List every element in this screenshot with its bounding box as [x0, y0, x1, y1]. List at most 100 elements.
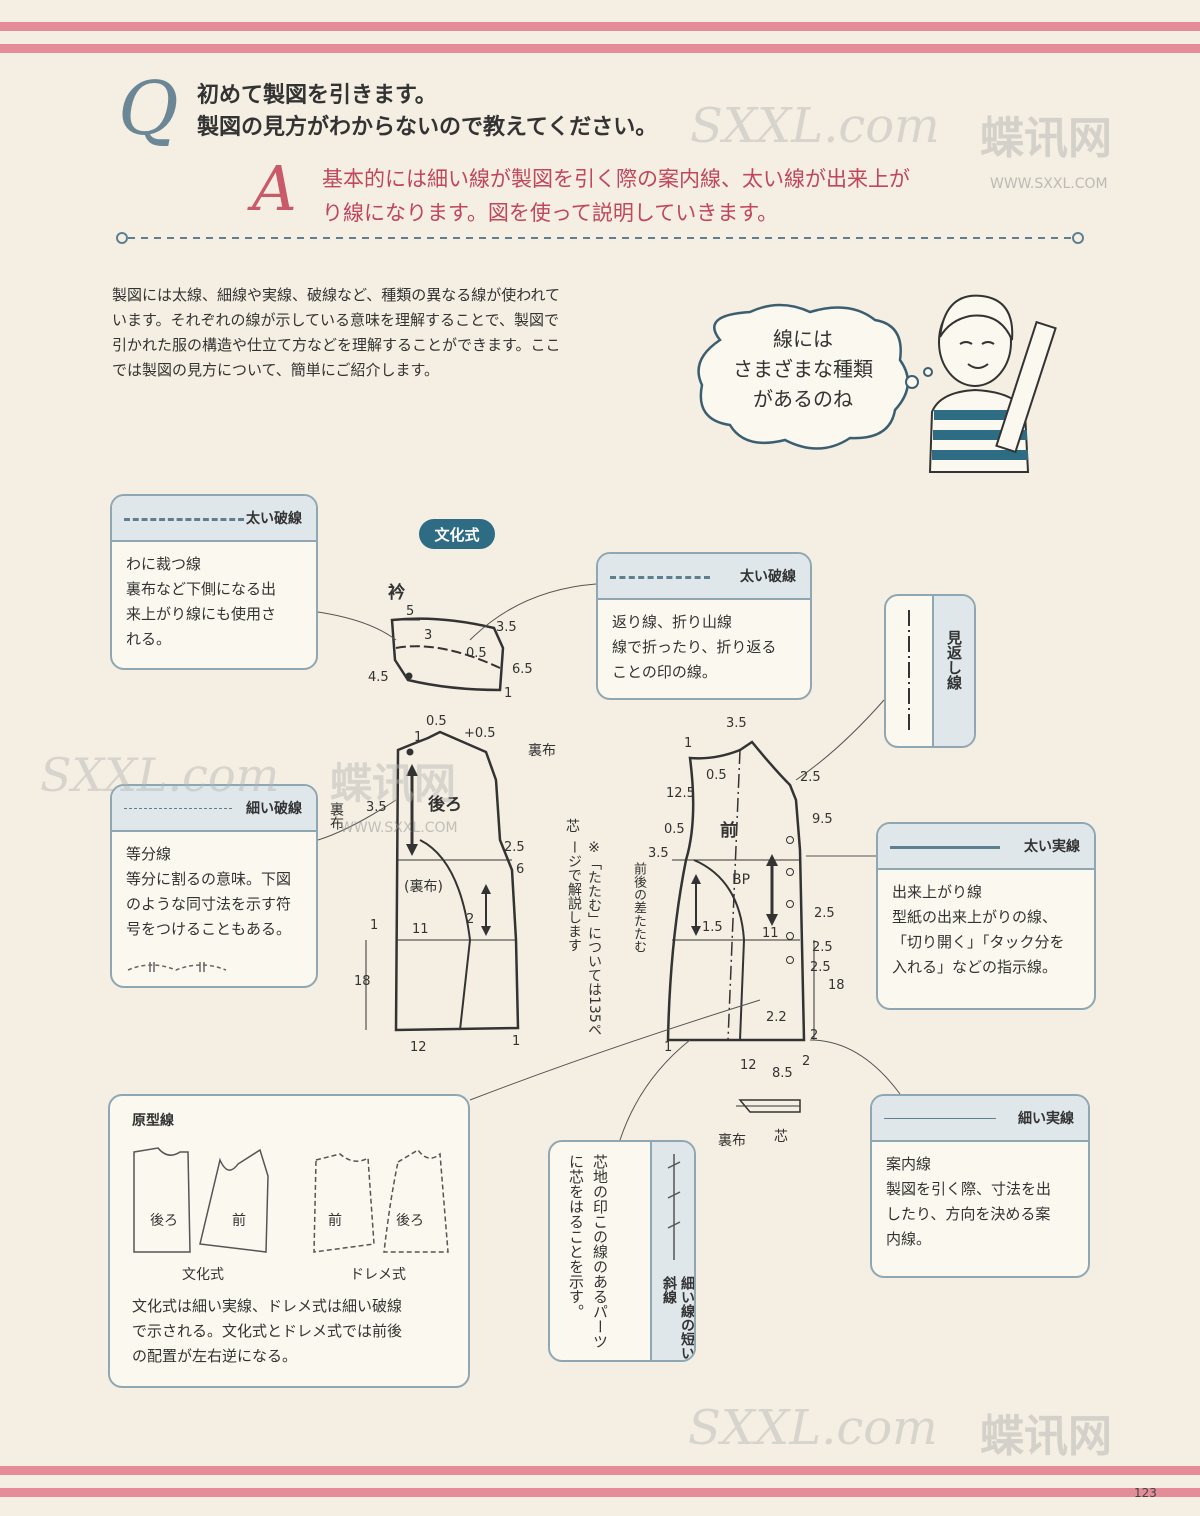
bp-label: BP [732, 872, 751, 888]
dim: 3.5 [366, 800, 387, 815]
dim: 1 [370, 918, 379, 933]
watermark-site: 蝶讯网 [330, 759, 457, 808]
bubble-line: さまざまな種類 [733, 357, 873, 381]
intro-line: では製図の見方について、簡単にご紹介します。 [112, 361, 440, 379]
dim: 6.5 [512, 662, 533, 677]
watermark-brand: SXXL.com [688, 1400, 938, 1456]
box-title: 太い破線 [246, 511, 302, 527]
bubble-line: があるのね [753, 387, 853, 411]
fold-note: 前後の差たたむ [631, 862, 646, 953]
question-letter: Q [118, 66, 179, 152]
box-title: 細い線の短い斜線 [661, 1276, 695, 1360]
dim: 1 [684, 736, 693, 751]
intro-line: 引かれた服の構造や仕立て方などを理解することができます。ここ [112, 336, 561, 354]
dim: 1 [512, 1034, 521, 1049]
collar-label: 衿 [388, 583, 405, 603]
dim: 2.5 [810, 960, 831, 975]
bottom-stripe [0, 1466, 1200, 1475]
dim: 5 [406, 604, 415, 619]
box-body: 案内線 製図を引く際、寸法を出 したり、方向を決める案 内線。 [886, 1152, 1078, 1252]
box-line: のような同寸法を示す符 [126, 895, 292, 913]
box-body: 文化式は細い実線、ドレメ式は細い破線 で示される。文化式とドレメ式では前後 の配… [132, 1294, 458, 1369]
box-line: わに裁つ線 [126, 555, 202, 573]
box-header: 太い破線 [598, 554, 810, 600]
lining-paren-label: (裏布) [404, 879, 443, 895]
base-pattern-box: 原型線 後ろ 前 前 後ろ 文化式 ドレメ式 文化式は細い実線、ドレメ式は細い破… [108, 1094, 470, 1388]
dim: 3.5 [726, 716, 747, 731]
top-stripe-2 [0, 44, 1200, 53]
dim: +0.5 [464, 726, 496, 741]
box-title: 見返し線 [945, 630, 963, 690]
bubble-line: 線には [773, 327, 833, 351]
intro-paragraph: 製図には太線、細線や実線、破線など、種類の異なる線が使われて います。それぞれの… [112, 283, 662, 383]
bottom-stripe-2 [0, 1488, 1200, 1497]
reference-note: ※「たたむ」については135ページで解説します [566, 840, 602, 1037]
interfacing-line-sample [667, 1154, 681, 1260]
answer-line: 基本的には細い線が製図を引く際の案内線、太い線が出来上が [322, 167, 910, 191]
thought-bubble [697, 303, 933, 450]
facing-line-sample [908, 610, 910, 732]
box-title: 細い実線 [1018, 1111, 1074, 1127]
watermark-url: WWW.SXXL.COM [990, 176, 1108, 192]
dim: 1 [664, 1040, 673, 1055]
leader-lines [317, 583, 901, 1141]
dim: 0.5 [426, 714, 447, 729]
woman-with-ruler-illustration [928, 294, 1057, 473]
dim: 2.5 [814, 906, 835, 921]
box-line: 来上がり線にも使用さ [126, 605, 277, 623]
dim: 0.5 [466, 646, 487, 661]
box-line: 入れる」などの指示線。 [892, 958, 1058, 976]
dim: 9.5 [812, 812, 833, 827]
dim: 1 [414, 730, 423, 745]
dim: 18 [828, 978, 845, 993]
interfacing-header [650, 1142, 694, 1360]
lining-label-3: 裏布 [718, 1133, 746, 1149]
box-title: 細い破線 [246, 801, 302, 817]
box-line: 返り線、折り山線 [612, 613, 733, 631]
base-pattern-illustration [133, 1147, 449, 1253]
box-line: したり、方向を決める案 [886, 1205, 1051, 1223]
box-line: 線で折ったり、折り返る [612, 638, 777, 656]
box-body: わに裁つ線 裏布など下側になる出 来上がり線にも使用さ れる。 [126, 552, 306, 652]
question-line: 初めて製図を引きます。 [197, 83, 437, 108]
equal-division-sample [127, 962, 227, 972]
collar-pattern [390, 617, 505, 692]
thin-solid-box: 細い実線 案内線 製図を引く際、寸法を出 したり、方向を決める案 内線。 [870, 1094, 1090, 1278]
box-line: 出来上がり線 [892, 883, 983, 901]
box-line: 内線。 [886, 1230, 932, 1248]
dim: 2.2 [766, 1010, 787, 1025]
dim: 12 [410, 1040, 427, 1055]
dim: 0.5 [664, 822, 685, 837]
answer-line: り線になります。図を使って説明していきます。 [322, 201, 779, 225]
box-body-vertical: 芯地の印この線のあるパーツに芯をはることを示す。 [567, 1154, 609, 1349]
question-line: 製図の見方がわからないので教えてください。 [197, 115, 658, 140]
dashed-divider [116, 232, 1084, 244]
interfacing-label: 芯 [566, 819, 580, 835]
thin-dashed-box: 細い破線 等分線 等分に割るの意味。下図 のような同寸法を示す符 号をつけること… [110, 784, 318, 988]
top-stripe [0, 22, 1200, 31]
box-line: 型紙の出来上がりの線、 [892, 908, 1058, 926]
box-line: 等分に割るの意味。下図 [126, 870, 292, 888]
back-label: 後ろ [396, 1213, 424, 1229]
back-label: 後ろ [428, 795, 462, 815]
dim: 2 [802, 1054, 811, 1069]
box-title: 太い破線 [740, 569, 796, 585]
dim: 2 [810, 1028, 819, 1043]
box-body: 返り線、折り山線 線で折ったり、折り返る ことの印の線。 [612, 610, 800, 685]
dim: 2 [466, 912, 475, 927]
answer-text: 基本的には細い線が製図を引く際の案内線、太い線が出来上が り線になります。図を使… [322, 162, 910, 230]
dim: 18 [354, 974, 371, 989]
box-header: 細い実線 [872, 1096, 1088, 1142]
page-number: 123 [1134, 1486, 1157, 1500]
facing-line-header [932, 596, 974, 746]
dim: 3.5 [648, 846, 669, 861]
interfacing-box: 芯地の印この線のあるパーツに芯をはることを示す。 細い線の短い斜線 [548, 1140, 696, 1362]
front-label: 前 [720, 821, 737, 841]
watermark-brand: SXXL.com [40, 748, 280, 802]
box-body: 等分線 等分に割るの意味。下図 のような同寸法を示す符 号をつけることもある。 [126, 842, 306, 942]
dim: 4.5 [368, 670, 389, 685]
back-bodice [365, 730, 520, 1032]
box-line: 号をつけることもある。 [126, 920, 292, 938]
dim: 12 [740, 1058, 757, 1073]
box-title: 太い実線 [1024, 839, 1080, 855]
